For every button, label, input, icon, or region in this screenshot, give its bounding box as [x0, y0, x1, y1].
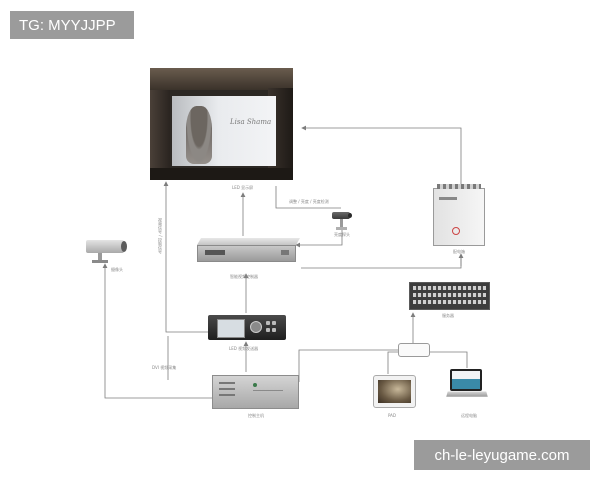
- laptop-label: 远程电脑: [461, 413, 477, 418]
- sensor-row-line: [275, 186, 341, 209]
- screen-script-text: Lisa Shama: [230, 118, 272, 126]
- hub-to-pad-line: [387, 351, 398, 374]
- control-host-unit: [212, 375, 299, 409]
- sender-to-screen-line: [163, 181, 208, 333]
- controller-to-hub-line: [298, 349, 398, 382]
- box-badge-icon: [452, 227, 460, 235]
- controller-to-camera-line: [102, 263, 212, 399]
- network-hub: [398, 343, 430, 357]
- power-link-line: [301, 125, 462, 186]
- pad-device: [373, 375, 416, 408]
- security-camera: [82, 236, 128, 264]
- led-sender-unit: [208, 315, 286, 340]
- hub-to-laptop-line: [430, 351, 468, 368]
- server-label: 服务器: [442, 313, 454, 318]
- pad-screen: [378, 380, 411, 403]
- video-processor-label: 智能视频控制器: [230, 274, 258, 279]
- screen-display: Lisa Shama: [172, 96, 276, 166]
- distribution-box-label: 配电箱: [453, 249, 465, 254]
- laptop-screen: [450, 369, 482, 391]
- camera-lens: [121, 241, 127, 252]
- watermark-top-left: TG: MYYJJPP: [10, 11, 134, 39]
- light-sensor-label: 亮度探头: [334, 232, 350, 237]
- controller-label: 控制主机: [248, 413, 264, 418]
- led-screen-label: LED 显示屏: [232, 185, 254, 190]
- pad-label: PAD: [388, 413, 396, 418]
- display-path-label: 视频信号 / 控制信号: [158, 218, 163, 254]
- camera-housing: [86, 240, 124, 253]
- camera-label: 摄像头: [111, 267, 123, 272]
- display-row-label: 调整 / 亮度 / 亮度检测: [289, 199, 329, 204]
- dvi-card-label: DVI 视频采集: [152, 365, 177, 370]
- sender-knob: [250, 321, 262, 333]
- processor-to-box-line: [301, 253, 464, 269]
- sender-display: [217, 319, 245, 338]
- server-unit: [409, 282, 490, 310]
- sender-label: LED 视频发送器: [229, 346, 259, 351]
- watermark-bottom-right: ch-le-leyugame.com: [414, 440, 590, 470]
- distribution-box-unit: [433, 184, 485, 246]
- model-figure: [186, 106, 212, 164]
- led-screen-photo: Lisa Shama: [150, 68, 293, 180]
- sensor-to-processor-line: [295, 228, 343, 248]
- laptop-device: [446, 369, 488, 409]
- light-sensor-device: [332, 208, 354, 230]
- video-processor-unit: [197, 238, 301, 270]
